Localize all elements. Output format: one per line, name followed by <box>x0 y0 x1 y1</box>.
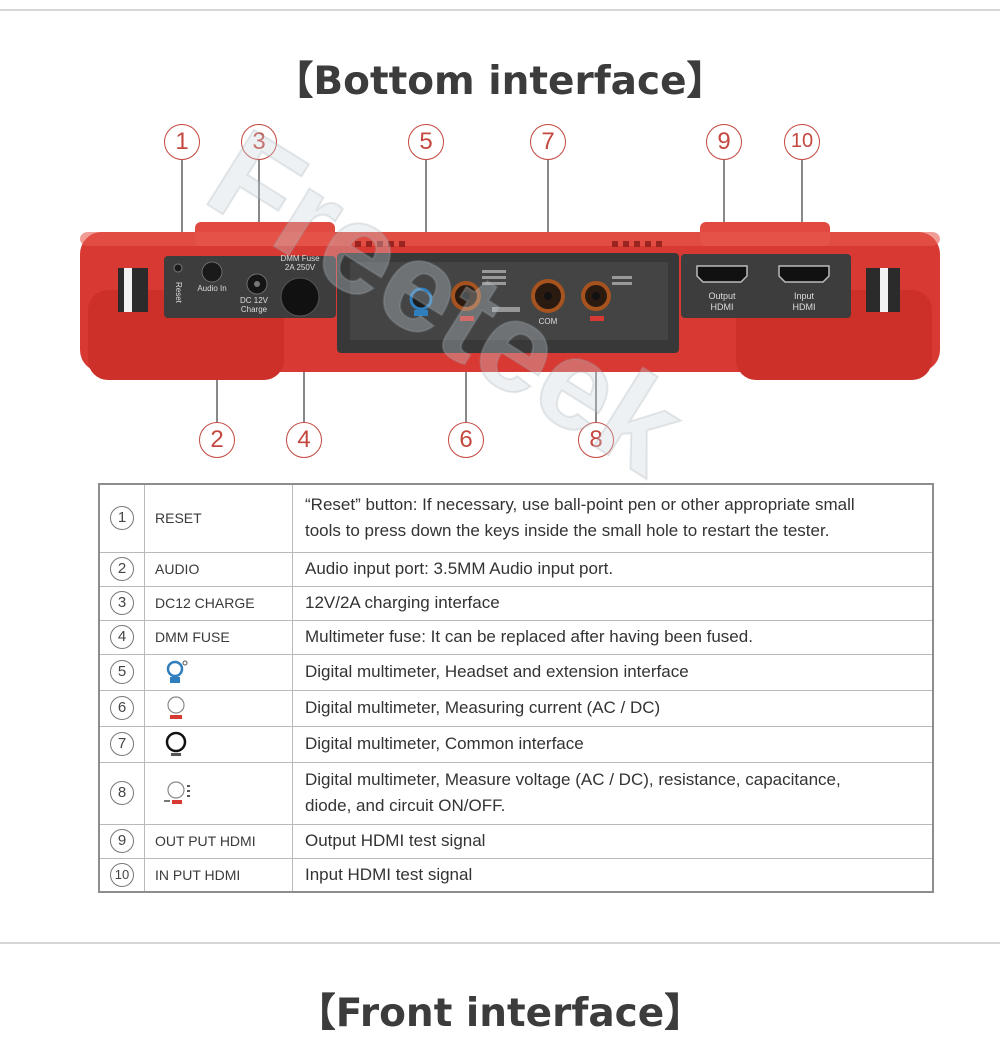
row-description: Multimeter fuse: It can be replaced afte… <box>292 619 934 655</box>
table-row: 5 Digital multimeter, Headset and extens… <box>98 653 934 691</box>
callout-6: 6 <box>448 422 484 458</box>
row-name: AUDIO <box>144 551 293 587</box>
row-name: OUT PUT HDMI <box>144 823 293 859</box>
svg-text:COM: COM <box>539 317 558 326</box>
voltage-jack-icon <box>164 781 190 804</box>
table-row: 4 DMM FUSE Multimeter fuse: It can be re… <box>98 619 934 655</box>
table-row: 6 Digital multimeter, Measuring current … <box>98 689 934 727</box>
row-number: 1 <box>110 506 134 531</box>
headset-jack-icon <box>166 660 188 683</box>
row-name: DMM FUSE <box>144 619 293 655</box>
row-number: 9 <box>110 829 134 853</box>
row-number: 6 <box>110 696 134 720</box>
row-number: 10 <box>110 862 134 887</box>
row-description: Input HDMI test signal <box>292 857 934 893</box>
row-number: 2 <box>110 557 134 581</box>
left-port-panel: Reset Audio In DC 12V Charge DMM Fuse 2A… <box>164 254 336 318</box>
row-description: Digital multimeter, Measure voltage (AC … <box>292 761 934 825</box>
hdmi-port-panel: Output HDMI Input HDMI <box>681 254 851 318</box>
vent-slots <box>355 241 662 247</box>
row-description: Digital multimeter, Measuring current (A… <box>292 689 934 727</box>
table-row: 1 RESET “Reset” button: If necessary, us… <box>98 483 934 553</box>
svg-text:Output: Output <box>708 291 736 301</box>
callout-4: 4 <box>286 422 322 458</box>
table-row: 9 OUT PUT HDMI Output HDMI test signal <box>98 823 934 859</box>
multimeter-port-panel: COM <box>337 253 679 353</box>
audio-jack <box>201 261 223 283</box>
row-number: 4 <box>110 625 134 649</box>
svg-text:Charge: Charge <box>241 305 268 314</box>
device-bottom-view: Reset Audio In DC 12V Charge DMM Fuse 2A… <box>80 159 940 422</box>
callout-8: 8 <box>578 422 614 458</box>
row-description: “Reset” button: If necessary, use ball-p… <box>292 483 934 553</box>
callout-3: 3 <box>241 124 277 160</box>
row-number: 8 <box>110 781 134 805</box>
bottom-divider <box>0 942 1000 944</box>
row-number: 7 <box>110 732 134 756</box>
row-description: Audio input port: 3.5MM Audio input port… <box>292 551 934 587</box>
svg-text:DMM Fuse: DMM Fuse <box>280 254 320 263</box>
table-row: 7 Digital multimeter, Common interface <box>98 725 934 763</box>
callout-10: 10 <box>784 124 820 160</box>
current-jack-icon <box>167 696 185 719</box>
svg-text:Audio In: Audio In <box>197 284 226 293</box>
svg-text:HDMI: HDMI <box>793 302 816 312</box>
output-hdmi-port <box>696 265 748 283</box>
fuse-holder <box>280 277 320 317</box>
row-description: Output HDMI test signal <box>292 823 934 859</box>
top-divider <box>0 9 1000 11</box>
callout-5: 5 <box>408 124 444 160</box>
svg-text:2A 250V: 2A 250V <box>285 263 316 272</box>
interface-spec-table: 1 RESET “Reset” button: If necessary, us… <box>98 483 934 893</box>
table-row: 8 Digital multimeter, Measure voltage (A… <box>98 761 934 825</box>
table-row: 10 IN PUT HDMI Input HDMI test signal <box>98 857 934 893</box>
row-number: 5 <box>110 660 134 684</box>
row-description: Digital multimeter, Headset and extensio… <box>292 653 934 691</box>
table-row: 3 DC12 CHARGE 12V/2A charging interface <box>98 585 934 621</box>
row-description: Digital multimeter, Common interface <box>292 725 934 763</box>
side-grips <box>118 268 900 312</box>
input-hdmi-port <box>778 265 830 283</box>
reset-hole <box>173 263 183 273</box>
callout-2: 2 <box>199 422 235 458</box>
table-row: 2 AUDIO Audio input port: 3.5MM Audio in… <box>98 551 934 587</box>
row-name: RESET <box>144 483 293 553</box>
section-title: 【Bottom interface】 <box>274 59 726 104</box>
svg-text:Reset: Reset <box>174 282 183 304</box>
callout-1: 1 <box>164 124 200 160</box>
row-description: 12V/2A charging interface <box>292 585 934 621</box>
svg-text:DC 12V: DC 12V <box>240 296 269 305</box>
next-section-title: 【Front interface】 <box>296 991 704 1036</box>
svg-text:Input: Input <box>794 291 815 301</box>
com-jack-icon <box>165 731 187 756</box>
row-name: IN PUT HDMI <box>144 857 293 893</box>
svg-text:HDMI: HDMI <box>711 302 734 312</box>
row-number: 3 <box>110 591 134 615</box>
callout-7: 7 <box>530 124 566 160</box>
headset-jack <box>409 287 433 311</box>
callout-9: 9 <box>706 124 742 160</box>
row-name: DC12 CHARGE <box>144 585 293 621</box>
